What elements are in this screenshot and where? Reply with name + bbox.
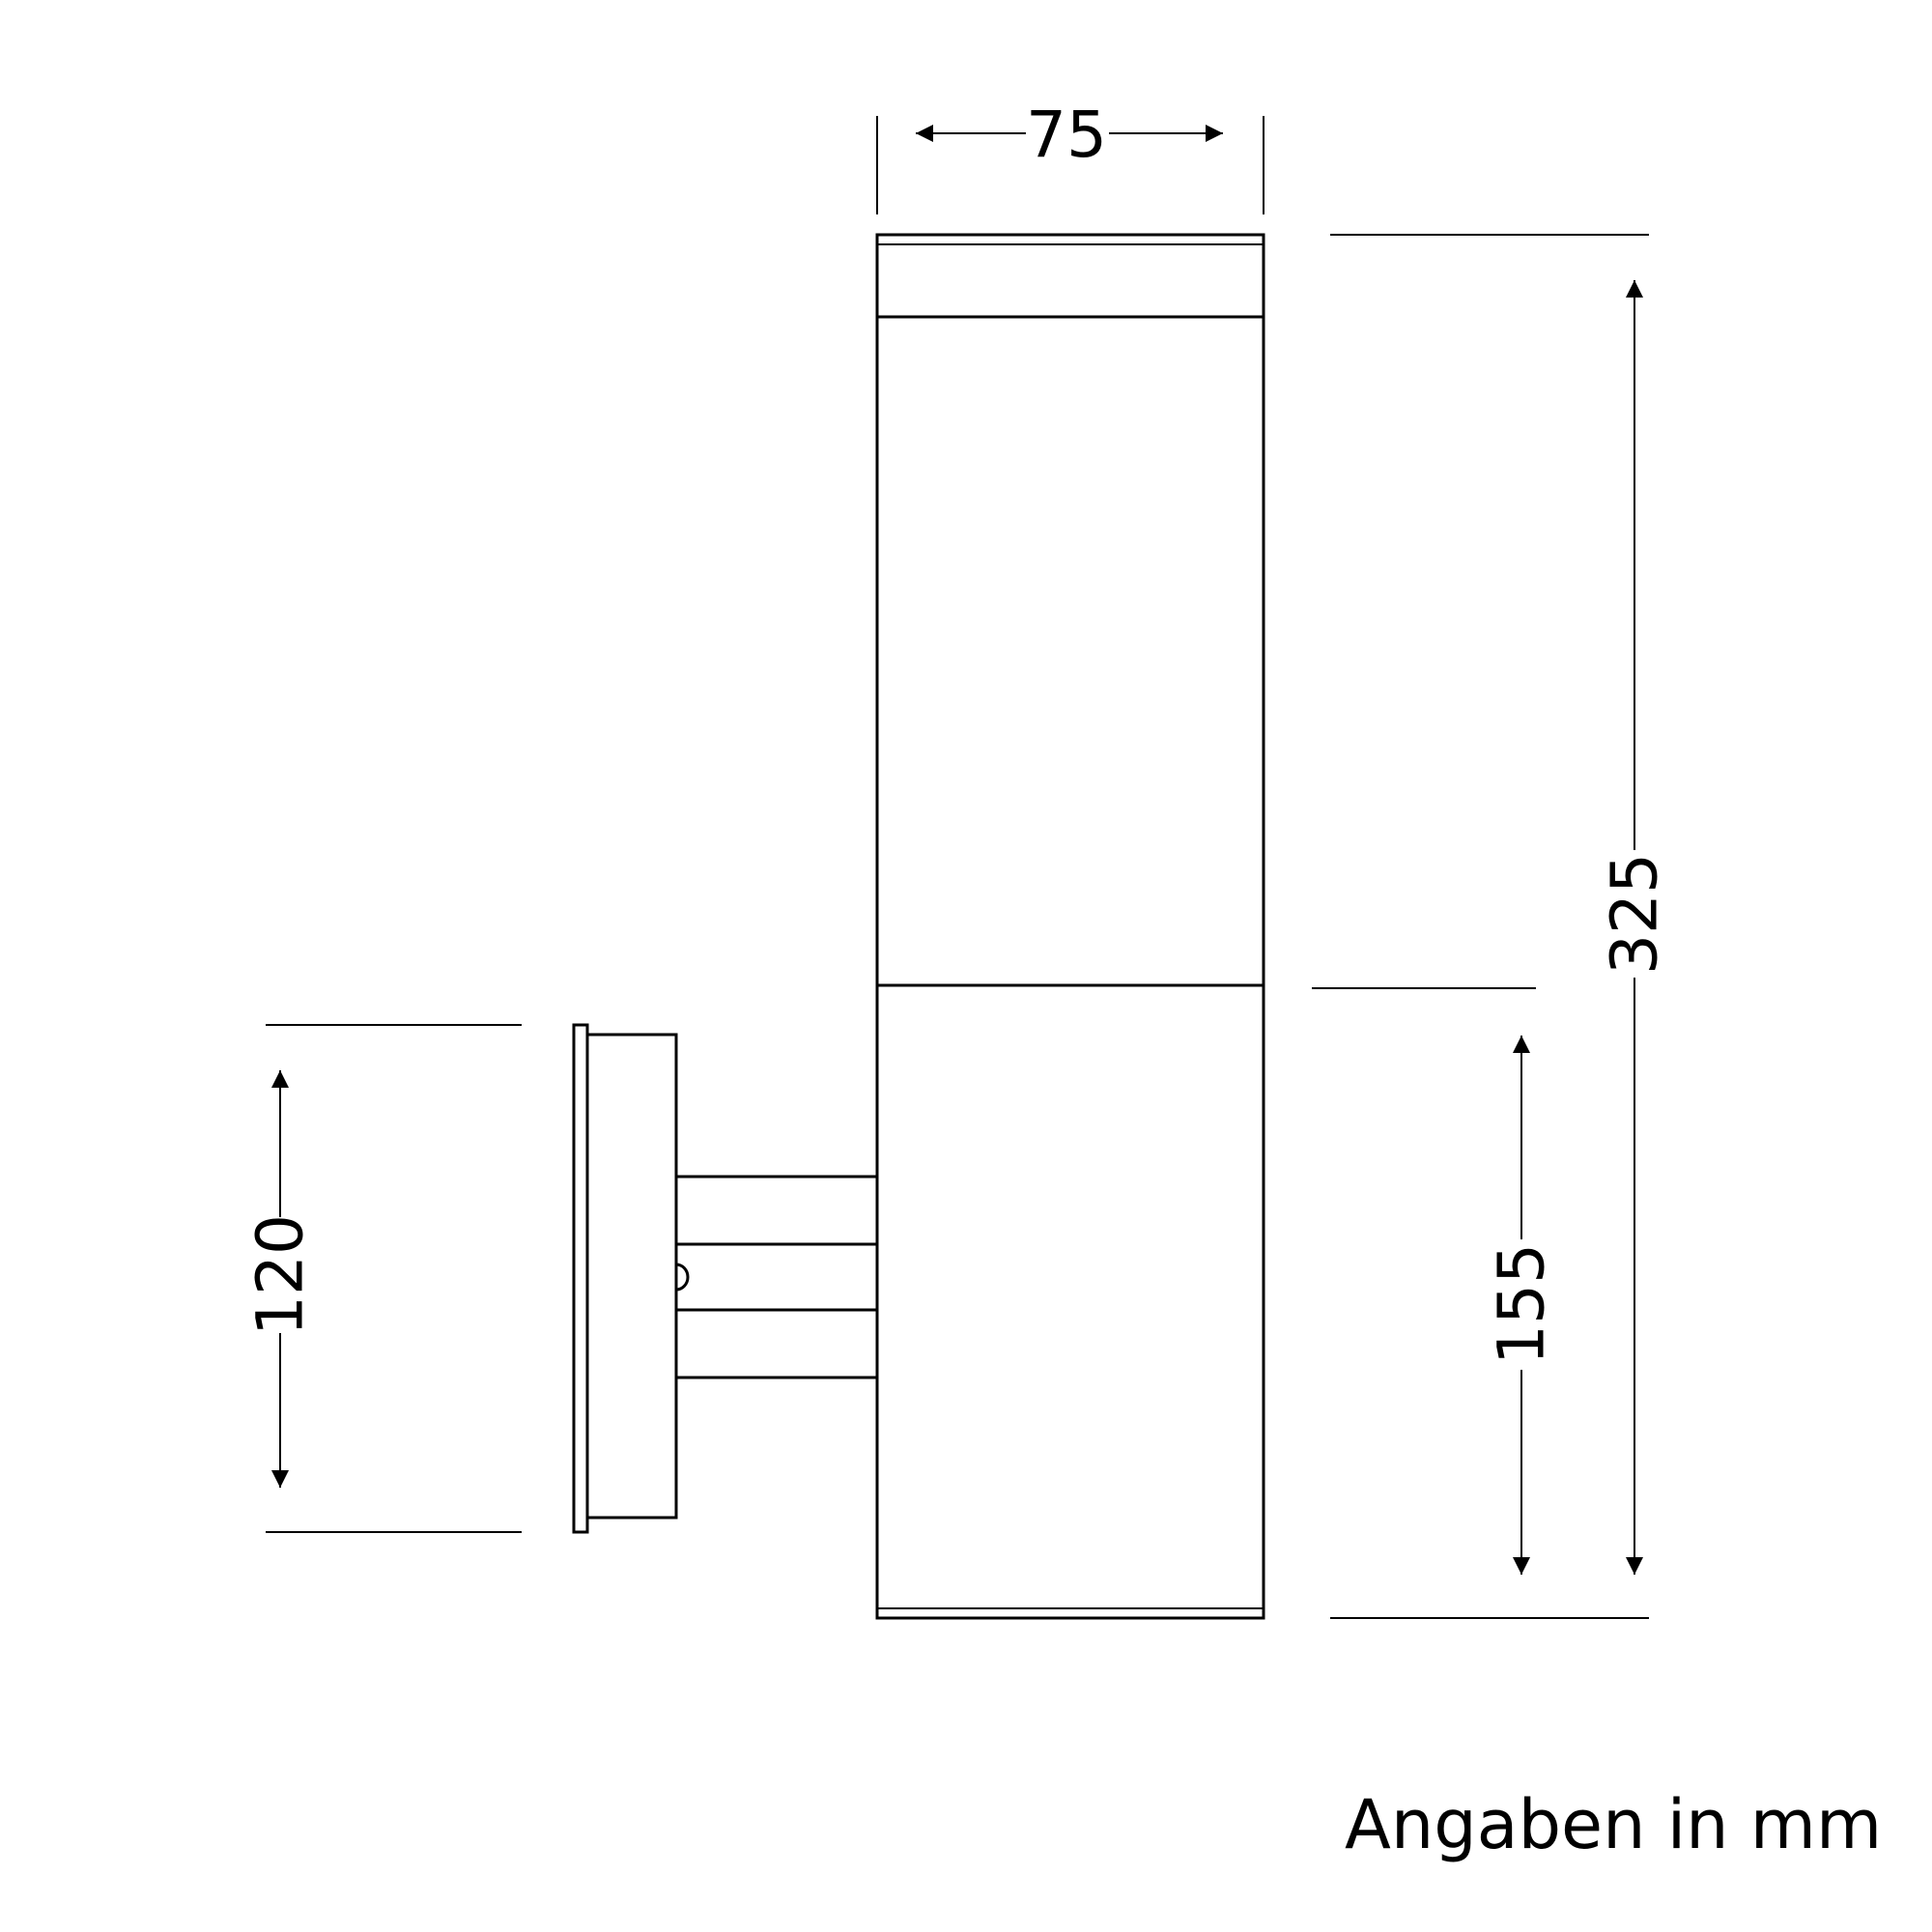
arm-bar-middle bbox=[674, 1242, 879, 1312]
arm-bar-upper bbox=[674, 1175, 879, 1246]
dimension-width: 75 bbox=[876, 98, 1264, 214]
mount-base bbox=[585, 1033, 678, 1520]
dimension-total-height: 325 bbox=[1330, 234, 1672, 1619]
dimension-mount-height: 120 bbox=[243, 1024, 522, 1533]
dimension-mount-height-label: 120 bbox=[243, 1214, 318, 1336]
dimension-lower-height: 155 bbox=[1312, 987, 1559, 1575]
dimension-total-height-label: 325 bbox=[1598, 853, 1672, 975]
dimension-width-label: 75 bbox=[1026, 98, 1107, 172]
units-note: Angaben in mm bbox=[1345, 1785, 1883, 1864]
wall-plate bbox=[572, 1023, 589, 1534]
arm-bar-lower bbox=[674, 1308, 879, 1379]
wall-mount bbox=[572, 1023, 879, 1534]
lamp-body bbox=[875, 233, 1265, 1620]
dimension-lower-height-label: 155 bbox=[1485, 1243, 1559, 1365]
screw-head-icon bbox=[675, 1263, 690, 1292]
lamp-outline bbox=[875, 233, 1265, 1620]
